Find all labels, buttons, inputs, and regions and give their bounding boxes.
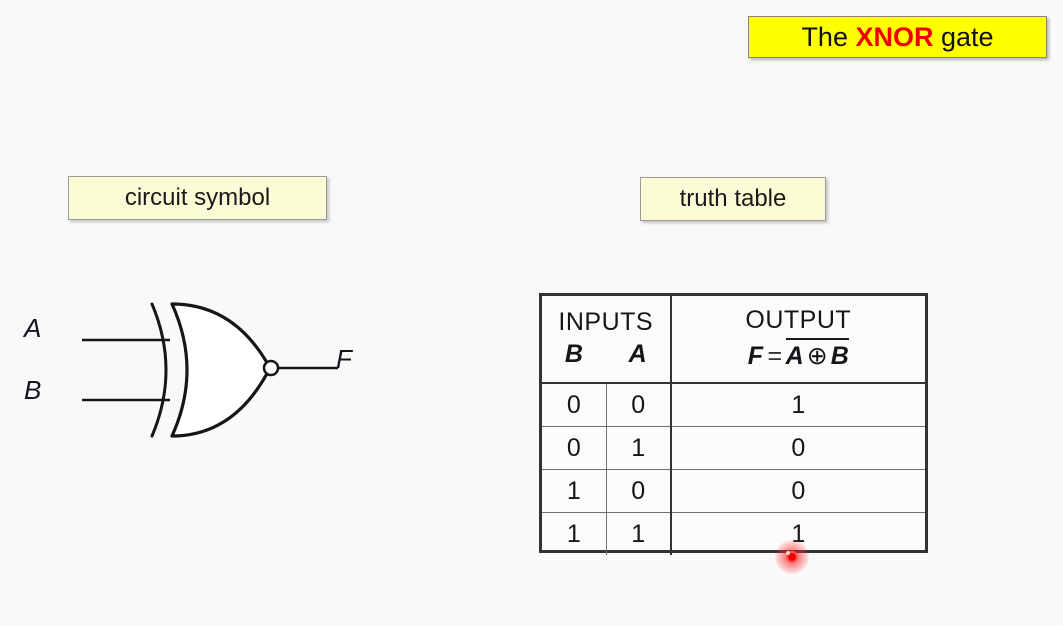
header-cell-inputs: INPUTS B A: [542, 296, 672, 384]
caption-truth-table-label: truth table: [679, 185, 787, 212]
cell-b: 1: [542, 469, 607, 513]
laser-core: [786, 551, 798, 563]
header-output-title: OUTPUT: [745, 306, 852, 335]
cell-b: 1: [542, 512, 607, 555]
laser-core-center: [786, 551, 790, 555]
caption-circuit-symbol-label: circuit symbol: [124, 184, 271, 211]
truth-table: INPUTS B A OUTPUT F = A⊕B: [539, 293, 928, 555]
formula-negated-expression: A⊕B: [785, 337, 849, 371]
cell-f: 0: [669, 426, 925, 470]
xor-operator-icon: ⊕: [806, 341, 828, 370]
circuit-input-label-b: B: [24, 375, 42, 405]
table-row: 0 0 1: [542, 382, 925, 427]
caption-truth-table: truth table: [640, 177, 826, 221]
cell-f: 0: [669, 469, 925, 513]
or-gate-body: [170, 302, 272, 438]
formula-operand-right: B: [830, 341, 849, 370]
page-title: The XNOR gate: [801, 22, 993, 53]
header-cell-output: OUTPUT F = A⊕B: [669, 296, 925, 384]
circuit-output-label-f: F: [336, 344, 352, 374]
xnor-gate-svg: [82, 302, 338, 438]
table-row: 0 1 0: [542, 426, 925, 470]
inversion-bubble-icon: [262, 359, 280, 377]
header-inputs-title: INPUTS: [558, 308, 654, 337]
cell-a: 0: [605, 469, 672, 513]
truth-table-header-row: INPUTS B A OUTPUT F = A⊕B: [542, 296, 925, 384]
formula-equals: =: [767, 341, 782, 370]
cell-f: 1: [669, 382, 925, 427]
output-formula: F = A⊕B: [747, 337, 849, 371]
title-suffix: gate: [933, 21, 994, 52]
slide-title-banner: The XNOR gate: [748, 16, 1047, 58]
formula-operand-left: A: [785, 341, 804, 370]
cell-b: 0: [542, 382, 607, 427]
xor-extra-arc: [150, 302, 168, 438]
table-row: 1 0 0: [542, 469, 925, 513]
formula-lhs: F: [747, 341, 764, 370]
cell-a: 1: [605, 426, 672, 470]
title-prefix: The: [801, 21, 856, 52]
caption-circuit-symbol: circuit symbol: [68, 176, 327, 220]
circuit-input-label-a: A: [24, 313, 42, 343]
truth-table-grid: INPUTS B A OUTPUT F = A⊕B: [542, 296, 925, 555]
cell-b: 0: [542, 426, 607, 470]
header-column-a: A: [628, 339, 647, 368]
table-row: 1 1 1: [542, 512, 925, 555]
xnor-gate-diagram: [20, 290, 420, 440]
title-keyword: XNOR: [855, 21, 934, 52]
cell-a: 1: [605, 512, 672, 555]
cell-a: 0: [605, 382, 672, 427]
header-column-b: B: [564, 339, 583, 368]
